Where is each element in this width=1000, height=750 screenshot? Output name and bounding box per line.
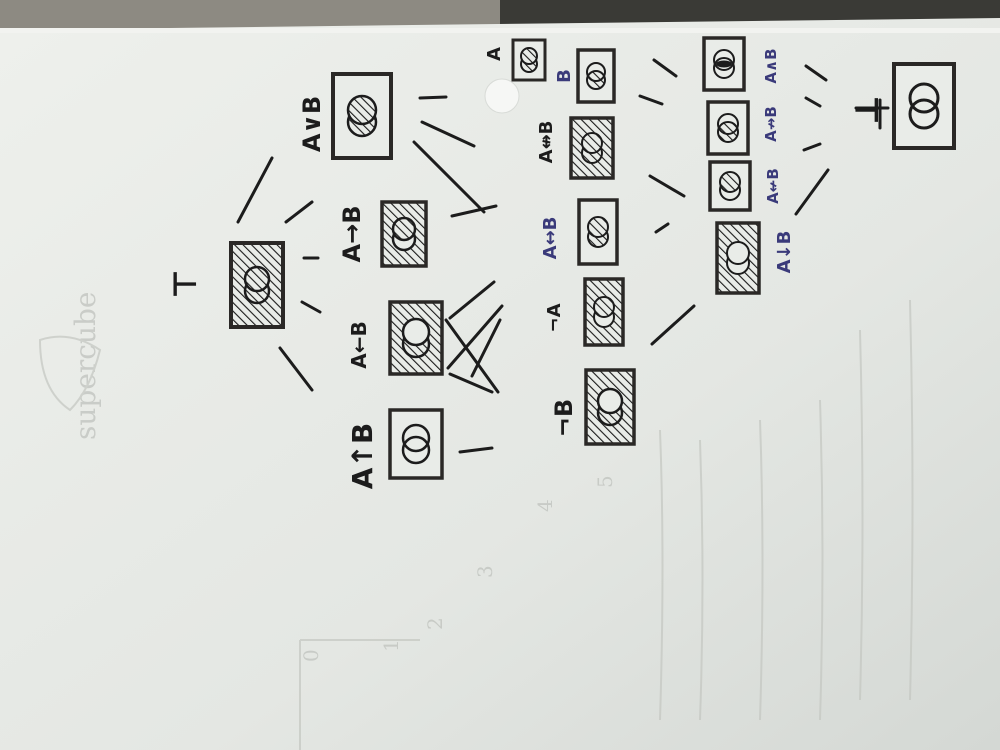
venn-a-to-b bbox=[380, 200, 428, 268]
label-a-to-b: A→B bbox=[338, 206, 366, 263]
label-a: A bbox=[484, 47, 505, 61]
ghost-writing: supercube 0 1 2 3 4 5 bbox=[38, 292, 914, 750]
label-a-nimp-b: A↛B bbox=[762, 106, 780, 142]
venn-a-iff-b bbox=[577, 198, 619, 266]
label-top: ⊤ bbox=[166, 269, 204, 298]
label-a-iff-b: A↔B bbox=[540, 217, 561, 260]
ghost-number-2: 2 bbox=[423, 617, 447, 630]
label-a-nand-b: A↑B bbox=[346, 423, 379, 489]
venn-not-a bbox=[583, 277, 625, 347]
ghost-number-4: 4 bbox=[533, 499, 557, 512]
venn-a-nimp-b bbox=[706, 100, 750, 156]
magnet bbox=[484, 78, 520, 114]
lattice-edges bbox=[236, 58, 890, 454]
label-not-b: ¬B bbox=[550, 399, 578, 437]
label-bottom: ⊥ bbox=[848, 95, 886, 124]
label-a-or-b: A∨B bbox=[298, 96, 326, 152]
board-edge bbox=[0, 28, 1000, 33]
label-a-nrev-b: A↚B bbox=[764, 168, 782, 204]
venn-a-nor-b bbox=[715, 221, 761, 295]
ghost-number-5: 5 bbox=[593, 475, 617, 488]
venn-top bbox=[229, 241, 285, 329]
venn-not-b bbox=[584, 368, 636, 446]
venn-a-nand-b bbox=[388, 408, 444, 480]
venn-bottom bbox=[892, 62, 956, 150]
label-not-a: ¬A bbox=[544, 303, 565, 332]
venn-a-and-b bbox=[702, 36, 746, 92]
ghost-number-3: 3 bbox=[473, 565, 497, 578]
label-a-nor-b: A↓B bbox=[774, 231, 795, 274]
venn-a-from-b bbox=[388, 300, 444, 376]
venn-a bbox=[511, 38, 547, 82]
ghost-number-1: 1 bbox=[379, 639, 403, 652]
venn-b bbox=[576, 48, 616, 104]
label-a-from-b: A←B bbox=[347, 321, 371, 368]
venn-a-xor-b bbox=[569, 116, 615, 180]
label-b: B bbox=[554, 69, 575, 83]
label-a-and-b: A∧B bbox=[762, 48, 780, 83]
ghost-number-0: 0 bbox=[299, 649, 323, 662]
venn-a-nrev-b bbox=[708, 160, 752, 212]
whiteboard bbox=[0, 18, 1000, 750]
label-a-xor-b: A↮B bbox=[536, 121, 557, 164]
venn-a-or-b bbox=[331, 72, 393, 160]
ghost-supercube: supercube bbox=[69, 292, 102, 441]
